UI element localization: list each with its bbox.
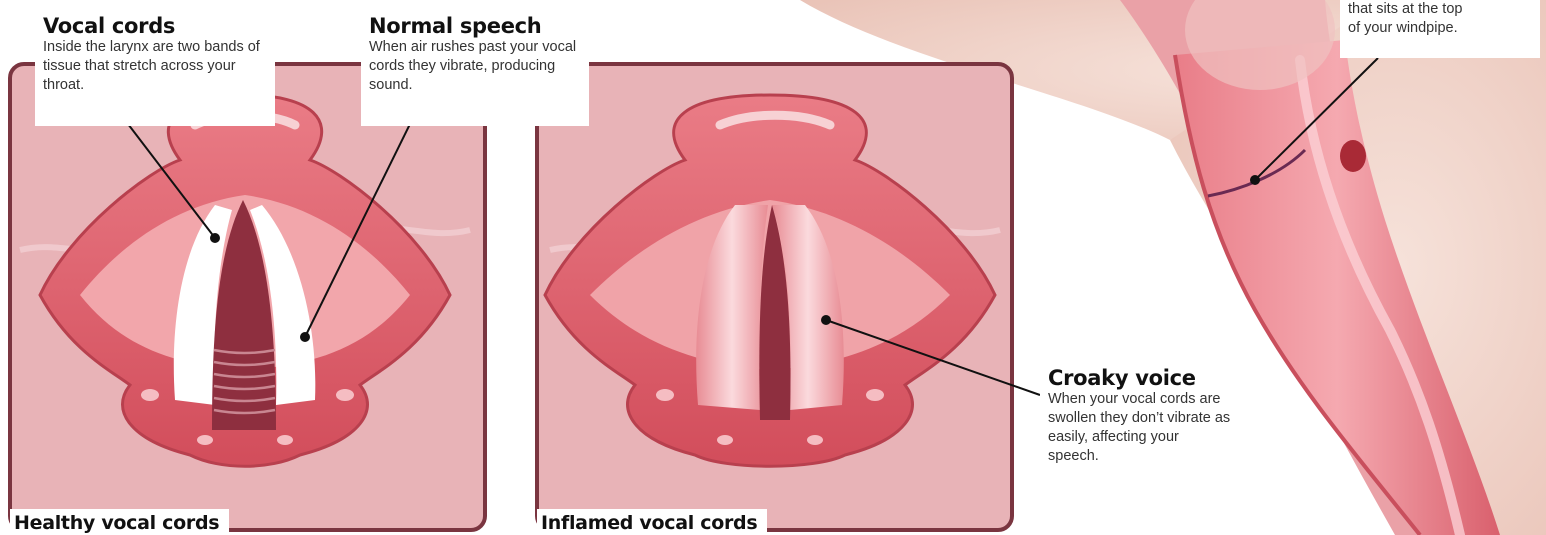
oesophagus-opening <box>1340 140 1366 172</box>
panel-healthy <box>10 64 485 530</box>
panel-inflamed <box>537 64 1040 530</box>
callout-body: Inside the larynx are two bands of tissu… <box>43 38 267 95</box>
callout-body: When your vocal cords are swollen they d… <box>1048 390 1232 466</box>
leader-dot-croaky <box>821 315 831 325</box>
callout-title: Normal speech <box>369 14 581 38</box>
callout-normal-speech: Normal speech When air rushes past your … <box>361 0 589 126</box>
callout-body-line: of your windpipe. <box>1348 19 1532 38</box>
callout-body-line: that sits at the top <box>1348 0 1532 19</box>
callout-croaky-voice: Croaky voice When your vocal cords are s… <box>1040 360 1240 498</box>
callout-windpipe: that sits at the top of your windpipe. <box>1340 0 1540 58</box>
callout-title: Vocal cords <box>43 14 267 38</box>
callout-vocal-cords: Vocal cords Inside the larynx are two ba… <box>35 0 275 126</box>
callout-title: Croaky voice <box>1048 366 1232 390</box>
leader-dot-windpipe <box>1250 175 1260 185</box>
leader-dot-vocal <box>210 233 220 243</box>
leader-dot-normal <box>300 332 310 342</box>
panel-label-inflamed: Inflamed vocal cords <box>537 509 767 535</box>
panel-label-healthy: Healthy vocal cords <box>10 509 229 535</box>
callout-body: When air rushes past your vocal cords th… <box>369 38 581 95</box>
